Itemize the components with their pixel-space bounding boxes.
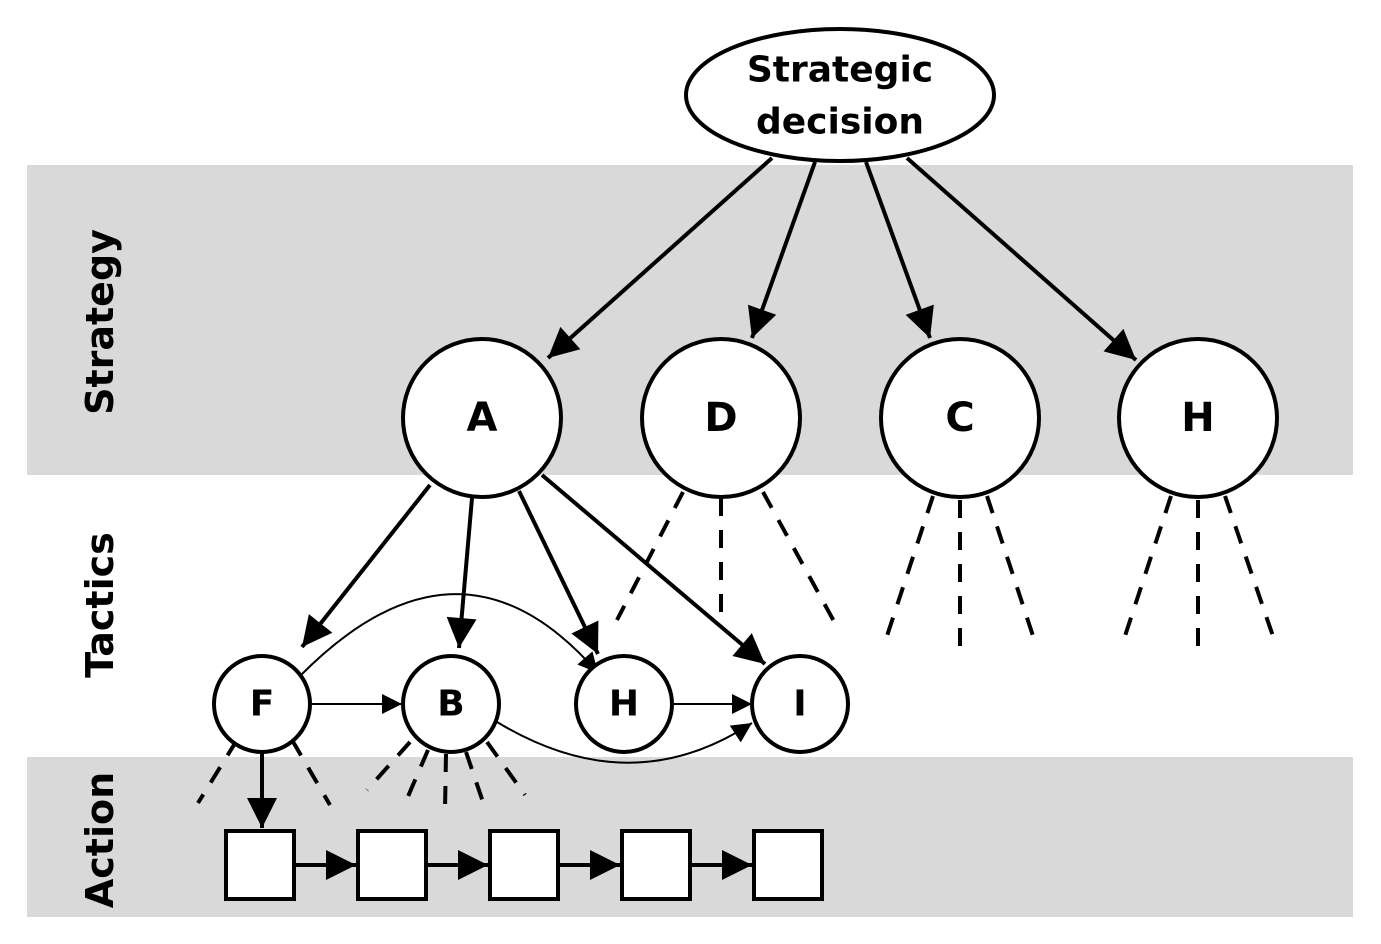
strategy-node-D-label: D [704, 395, 737, 441]
root-label-line1: Strategic [747, 50, 933, 91]
tactic-node-I-label: I [793, 684, 806, 725]
edge-root-to-C [864, 161, 934, 339]
tactic-node-B-label: B [437, 684, 464, 725]
fan-B [365, 740, 527, 811]
edge-root-to-A [546, 156, 774, 360]
action-band-label: Action [78, 772, 122, 908]
action-box-3 [488, 829, 560, 901]
edge-root-to-H [905, 156, 1138, 362]
fan-D [615, 491, 838, 626]
tactics-band-label: Tactics [78, 532, 122, 678]
edge-B-to-I-curve [496, 721, 753, 764]
strategy-node-A: A [401, 337, 563, 499]
tactic-node-I: I [750, 654, 850, 754]
fan-C [882, 495, 1038, 658]
edge-A-to-F [300, 483, 432, 649]
edge-A-to-H [517, 490, 600, 655]
tactic-node-F: F [212, 654, 312, 754]
strategy-band-label: Strategy [78, 229, 122, 415]
action-box-1 [224, 829, 296, 901]
edge-A-to-I [540, 473, 767, 666]
strategy-node-C-label: C [945, 395, 974, 441]
fan-H [1120, 495, 1278, 658]
action-box-2 [356, 829, 428, 901]
strategy-node-D: D [640, 337, 802, 499]
edge-F-to-H-curve [299, 593, 599, 677]
strategy-node-H: H [1117, 337, 1279, 499]
action-box-4 [620, 829, 692, 901]
strategy-node-C: C [879, 337, 1041, 499]
action-box-5 [752, 829, 824, 901]
tactic-node-H-label: H [609, 684, 639, 725]
tactic-node-F-label: F [250, 684, 275, 725]
tactic-node-B: B [401, 654, 501, 754]
edge-root-to-D [747, 161, 817, 339]
root-strategic-decision: Strategic decision [684, 27, 996, 163]
tactic-node-H: H [574, 654, 674, 754]
strategy-node-H-label: H [1181, 395, 1214, 441]
root-label-line2: decision [756, 102, 924, 143]
edge-A-to-B [446, 497, 477, 649]
strategy-node-A-label: A [467, 395, 498, 441]
fan-F [196, 738, 332, 807]
